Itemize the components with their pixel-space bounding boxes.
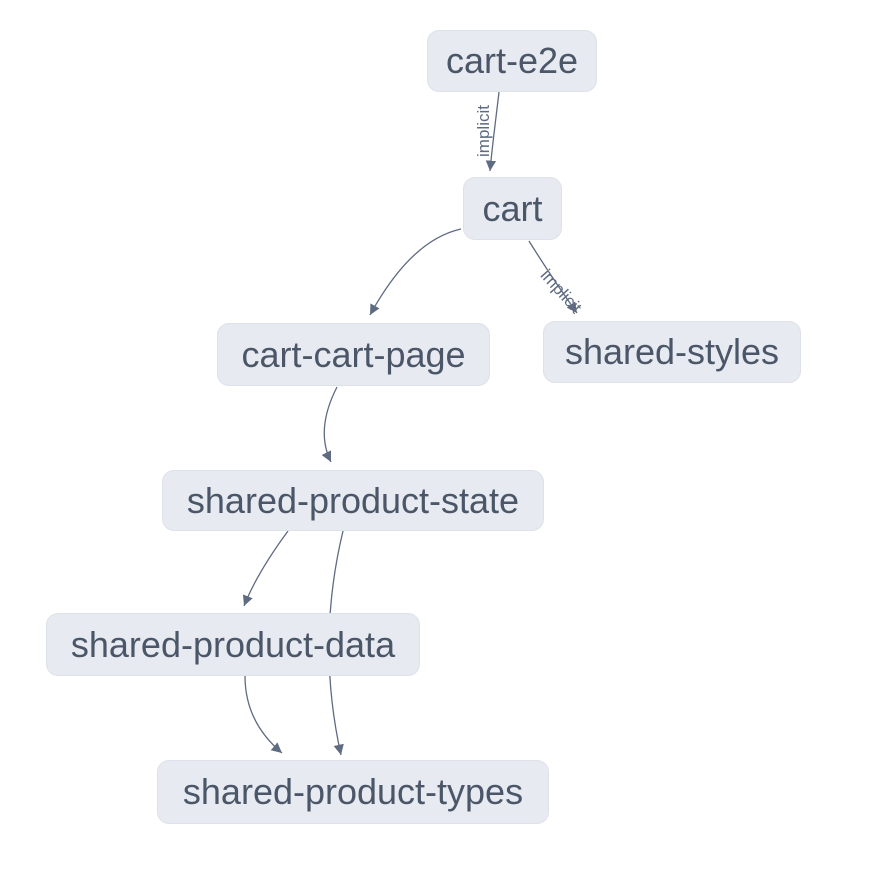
edge-cart-to-cart-cart-page[interactable] (369, 228, 462, 316)
node-shared-product-types[interactable]: shared-product-types (157, 760, 549, 824)
edge-cart-cart-page-to-shared-product-state[interactable] (321, 386, 338, 463)
edge-cart-e2e-to-cart[interactable] (485, 91, 500, 172)
node-shared-product-data[interactable]: shared-product-data (46, 613, 420, 676)
edge-shared-product-state-to-shared-product-data[interactable] (242, 530, 289, 607)
node-cart[interactable]: cart (463, 177, 562, 240)
node-shared-styles[interactable]: shared-styles (543, 321, 801, 383)
node-cart-cart-page[interactable]: cart-cart-page (217, 323, 490, 386)
edge-cart-to-shared-styles[interactable] (528, 240, 578, 314)
node-cart-e2e[interactable]: cart-e2e (427, 30, 597, 92)
edge-label-implicit-2: implicit (537, 266, 586, 318)
edge-shared-product-data-to-shared-product-types[interactable] (244, 675, 283, 754)
edge-label-implicit-1: implicit (474, 105, 493, 157)
node-shared-product-state[interactable]: shared-product-state (162, 470, 544, 531)
